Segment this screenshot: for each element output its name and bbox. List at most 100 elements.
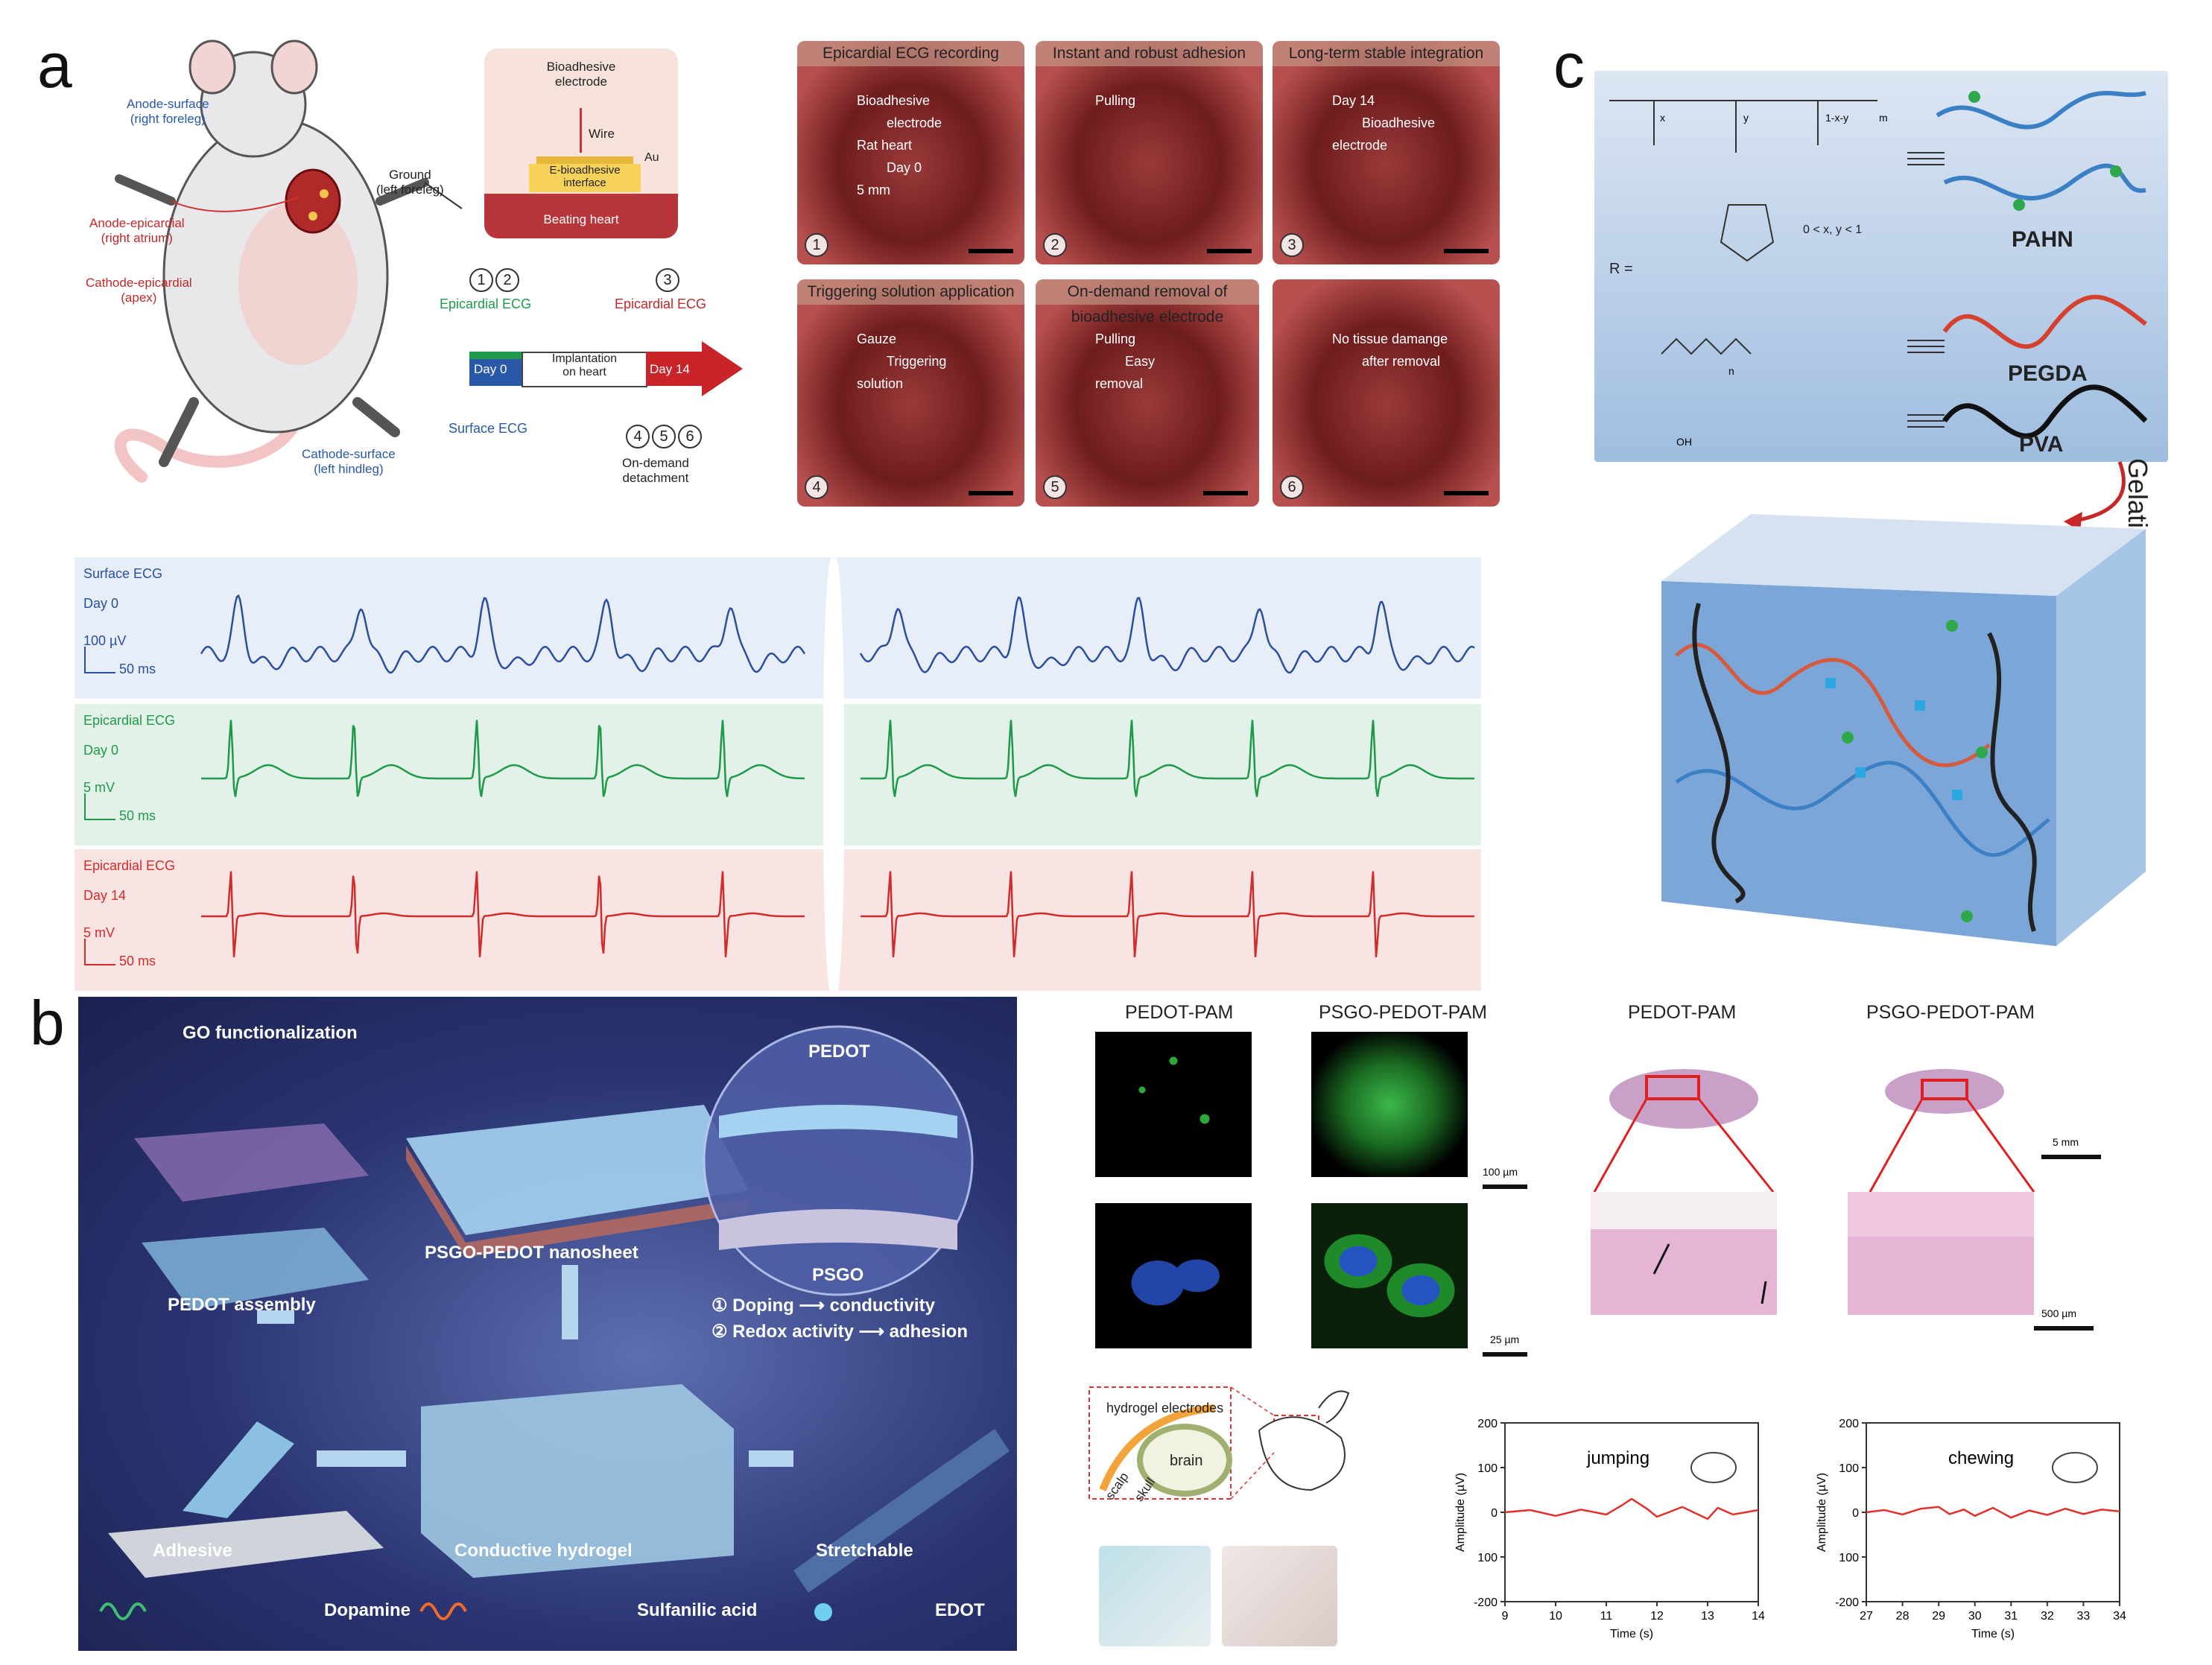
subscript-1-x-y: 1-x-y <box>1825 112 1849 124</box>
label-stretchable: Stretchable <box>816 1541 913 1561</box>
x-tick-label: 12 <box>1650 1610 1664 1623</box>
label-pahn: PAHN <box>2012 227 2073 252</box>
photo-annotation: Day 0 <box>887 160 922 175</box>
photo-scalebar <box>1203 491 1248 495</box>
photo-title: Instant and robust adhesion <box>1036 41 1263 66</box>
micro-col1-title: PEDOT-PAM <box>1125 1002 1234 1023</box>
y-tick-label: 0 <box>1852 1507 1859 1520</box>
micro-pedot-top <box>1095 1032 1252 1177</box>
rabbit-icon <box>1690 1452 1737 1483</box>
x-tick-label: 32 <box>2041 1610 2054 1623</box>
photo-scalebar <box>1444 249 1489 253</box>
label-adhesive: Adhesive <box>153 1541 232 1561</box>
x-tick-label: 29 <box>1932 1610 1945 1623</box>
y-tick-label: 0 <box>1491 1507 1498 1520</box>
label-conductive-hydrogel: Conductive hydrogel <box>454 1541 633 1561</box>
photo-annotation: after removal <box>1362 354 1441 369</box>
label-cathode-epicardial: Cathode-epicardial(apex) <box>86 276 192 305</box>
chem-r-label: R = <box>1609 261 1633 277</box>
schematic-graphics <box>99 1025 1010 1621</box>
ecg-title: Surface ECG <box>83 566 163 581</box>
label-pva: PVA <box>2019 432 2064 457</box>
hydrogel-cube <box>1661 514 2146 946</box>
label-go-functionalization: GO functionalization <box>183 1023 358 1043</box>
subscript-x: x <box>1660 112 1665 124</box>
inset-wire-label: Wire <box>589 127 615 141</box>
photo-annotation: removal <box>1095 376 1144 391</box>
photo-title: Triggering solution application <box>797 279 1024 305</box>
histo-col1-title: PEDOT-PAM <box>1628 1002 1737 1023</box>
series-line <box>1866 1506 2120 1519</box>
ecg-amp: 5 mV <box>83 780 115 795</box>
x-axis-label: Time (s) <box>1610 1628 1653 1640</box>
photo-number: 5 <box>1043 475 1067 499</box>
photo-annotation: Pulling <box>1095 332 1136 346</box>
x-tick-label: 11 <box>1600 1610 1613 1623</box>
y-tick-label: -200 <box>1835 1596 1859 1609</box>
step-5: 5 <box>652 425 676 448</box>
photo-annotation: solution <box>857 376 904 391</box>
photo-annotation: Easy <box>1125 354 1156 369</box>
y-tick-label: -200 <box>1474 1596 1498 1609</box>
label-doping: ① Doping ⟶ conductivity <box>712 1295 935 1316</box>
histo-scale2: 500 µm <box>2041 1307 2076 1319</box>
x-tick-label: 9 <box>1502 1610 1509 1623</box>
panel-label-b: b <box>30 988 65 1058</box>
series-line <box>1504 1497 1759 1520</box>
surgery-photo-5: On-demand removal of bioadhesive electro… <box>1036 279 1259 507</box>
photo-annotation: Day 14 <box>1332 93 1375 108</box>
timeline-implant-box <box>522 352 647 387</box>
legend-sulfanilic: Sulfanilic acid <box>637 1600 758 1620</box>
photo-annotation: Bioadhesive <box>857 93 931 108</box>
photo-scalebar <box>969 249 1013 253</box>
step-6: 6 <box>678 425 702 448</box>
photo-annotation: 5 mm <box>857 183 890 197</box>
histo-scale1: 5 mm <box>2053 1136 2079 1148</box>
step-3: 3 <box>656 268 679 292</box>
head-schematic <box>1088 1386 1350 1500</box>
rat-illustration <box>114 39 463 483</box>
ecg-title: Epicardial ECG <box>83 858 176 873</box>
label-hydrogel-electrodes: hydrogel electrodes <box>1106 1401 1224 1415</box>
y-tick-label: 100 <box>1839 1552 1859 1564</box>
micro-scale1: 100 µm <box>1483 1166 1518 1178</box>
x-tick-label: 27 <box>1860 1610 1873 1623</box>
subscript-m: m <box>1879 112 1888 124</box>
photo-annotation: Pulling <box>1095 93 1136 108</box>
photo-annotation: Triggering <box>887 354 947 369</box>
photo-title: On-demand removal of bioadhesive electro… <box>1036 279 1259 326</box>
inset-interface <box>529 164 641 192</box>
step-2: 2 <box>495 268 519 292</box>
gelation-arrow <box>2064 461 2126 531</box>
ecg-day: Day 0 <box>83 743 119 758</box>
timeline-day14: Day 14 <box>650 362 690 376</box>
photo-annotation: Rat heart <box>857 138 913 153</box>
label-redox: ② Redox activity ⟶ adhesion <box>712 1322 969 1342</box>
micro-scale2: 25 µm <box>1490 1333 1520 1345</box>
micro-psgo-top <box>1311 1032 1468 1177</box>
label-pedot-assembly: PEDOT assembly <box>168 1295 316 1315</box>
label-anode-epicardial: Anode-epicardial(right atrium) <box>89 216 185 245</box>
chart-annotation: chewing <box>1948 1448 2014 1468</box>
chart-annotation: jumping <box>1586 1448 1650 1468</box>
label-psgo: PSGO <box>812 1265 864 1285</box>
micro-scalebar-2 <box>1483 1352 1527 1357</box>
inset-wire <box>580 108 582 153</box>
timeline-day0: Day 0 <box>474 362 507 376</box>
photo-annotation: electrode <box>887 115 942 130</box>
inset-au-layer <box>536 156 633 164</box>
micro-col2-title: PSGO-PEDOT-PAM <box>1319 1002 1487 1023</box>
timeline-epicardial-right: Epicardial ECG <box>615 296 707 311</box>
histo-scalebar-2 <box>2034 1326 2094 1331</box>
label-pedot: PEDOT <box>808 1041 870 1062</box>
photo-scalebar <box>1444 491 1489 495</box>
photo-number: 4 <box>805 475 828 499</box>
